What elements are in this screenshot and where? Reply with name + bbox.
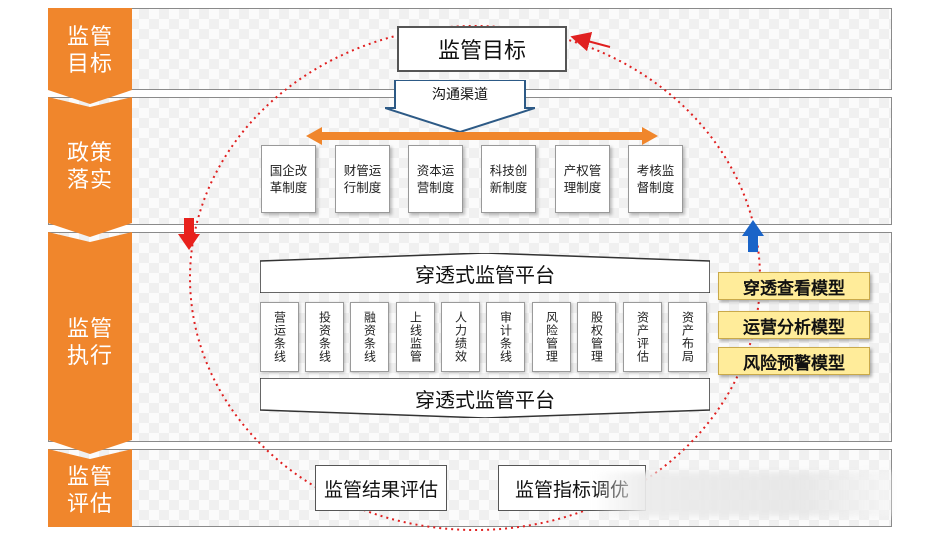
system-box: 国企改革制度	[261, 145, 316, 213]
platform-bottom-label: 穿透式监管平台	[415, 387, 555, 412]
channel-arrow: 沟通渠道	[384, 79, 536, 134]
platform-top: 穿透式监管平台	[259, 252, 711, 294]
red-down-arrow-icon	[178, 218, 200, 250]
stage-policy-label: 政策 落实	[66, 141, 113, 193]
business-line-cell: 人力绩效	[441, 302, 480, 372]
stage-target-label: 监管 目标	[66, 25, 113, 77]
business-line-cell: 股权管理	[577, 302, 616, 372]
business-line-cell: 投资条线	[305, 302, 344, 372]
system-box: 产权管理制度	[555, 145, 610, 213]
blue-up-arrow-icon	[742, 220, 764, 252]
stage-policy: 政策 落实	[48, 97, 132, 237]
business-line-cell: 上线监管	[396, 302, 435, 372]
stage-evaluation: 监管 评估	[48, 449, 132, 527]
watermark-blur	[592, 472, 892, 516]
target-title-box: 监管目标	[397, 26, 567, 72]
business-line-cell: 风险管理	[532, 302, 571, 372]
system-box: 科技创新制度	[481, 145, 536, 213]
model-penetration-view: 穿透查看模型	[718, 272, 870, 300]
business-line-cell: 营运条线	[260, 302, 299, 372]
business-line-cell: 融资条线	[350, 302, 389, 372]
stage-evaluation-label: 监管 评估	[66, 465, 113, 517]
evaluation-result-box: 监管结果评估	[315, 465, 447, 511]
model-risk-warning: 风险预警模型	[718, 347, 870, 375]
system-box: 财管运行制度	[335, 145, 390, 213]
model-operation-analysis: 运营分析模型	[718, 311, 870, 339]
business-line-cell: 资产评估	[623, 302, 662, 372]
stage-target: 监管 目标	[48, 8, 132, 104]
channel-label: 沟通渠道	[432, 87, 488, 103]
system-box: 资本运营制度	[408, 145, 463, 213]
system-box: 考核监督制度	[628, 145, 683, 213]
business-line-cell: 资产布局	[668, 302, 707, 372]
platform-top-label: 穿透式监管平台	[415, 262, 555, 287]
platform-bottom: 穿透式监管平台	[259, 377, 711, 419]
stage-execution-label: 监管 执行	[66, 317, 113, 369]
stage-execution: 监管 执行	[48, 232, 132, 454]
orange-double-arrow	[306, 127, 658, 145]
business-line-cell: 审计条线	[486, 302, 525, 372]
